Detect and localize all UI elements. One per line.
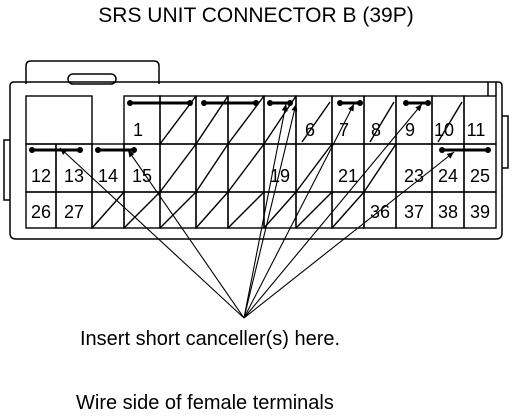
short-bar-end [95,147,101,153]
pointer-arrow [243,151,455,319]
unused-cavity-mark [263,191,297,229]
pin-cell [463,191,497,229]
pin-label: 11 [467,120,486,140]
pin-label: 38 [438,202,458,222]
pin-label: 19 [270,166,290,186]
short-bar-end [267,100,273,106]
pin-label: 25 [470,166,490,186]
pin-grid: 167891011121314151921232425262736373839 [25,95,497,229]
unused-cavity-mark [227,143,265,193]
unused-cavity-mark [159,191,197,229]
pin-label: 8 [371,120,381,140]
cavity-mark [369,101,395,143]
canceller-arrows [59,103,455,319]
unused-cavity-mark [331,191,365,229]
pointer-arrow [127,149,245,319]
pin-label: 9 [405,120,415,140]
short-bar-end [127,100,133,106]
unused-cavity-mark [123,191,161,229]
short-bar-end [253,100,259,106]
pin-label: 27 [64,202,84,222]
short-bar-end [187,100,193,106]
short-bars [29,100,491,153]
pointer-arrow [243,103,423,319]
short-bar-end [485,147,491,153]
unused-cavity-mark [295,143,333,193]
short-bar-end [77,147,83,153]
pin-label: 14 [98,166,118,186]
short-bar-end [287,100,293,106]
connector-housing [3,60,509,240]
pointer-arrow [59,147,245,319]
tab-slot [67,73,117,85]
cavity-mark [437,101,463,143]
pin-label: 1 [133,120,143,140]
right-key [502,115,509,169]
short-bar-end [29,147,35,153]
unused-cavity-mark [195,143,229,193]
pin-label: 10 [434,120,454,140]
pin-label: 26 [31,202,51,222]
short-bar-end [131,147,137,153]
pin-label: 15 [132,166,152,186]
housing-outline [9,81,503,240]
canceller-caption: Insert short canceller(s) here. [80,328,341,350]
diagram-title: SRS UNIT CONNECTOR B (39P) [98,4,414,27]
unused-cavity-mark [363,143,397,193]
blank-block [25,95,93,145]
pin-label: 12 [31,166,51,186]
short-bar-end [201,100,207,106]
unused-cavity-mark [91,191,125,229]
short-bar-end [357,100,363,106]
pointer-arrow [243,103,298,319]
locking-tab [25,60,160,84]
pointer-arrow [243,103,288,319]
pin-label: 7 [339,120,349,140]
pin-label: 24 [438,166,458,186]
pointer-arrow [243,103,355,319]
pin-label: 13 [64,166,84,186]
unused-cavity-mark [159,143,197,193]
cavity-mark [301,101,331,143]
unused-cavity-mark [227,191,265,229]
short-bar-end [337,100,343,106]
short-bar-end [439,147,445,153]
pin-label: 21 [338,166,358,186]
short-bar-end [403,100,409,106]
pin-label: 39 [470,202,490,222]
unused-cavity-mark [295,191,333,229]
left-key [3,139,10,201]
short-bar-end [425,100,431,106]
wire-side-note: Wire side of female terminals [76,392,334,414]
pin-label: 37 [404,202,424,222]
unused-cavity-mark [195,191,229,229]
pin-label: 23 [404,166,424,186]
